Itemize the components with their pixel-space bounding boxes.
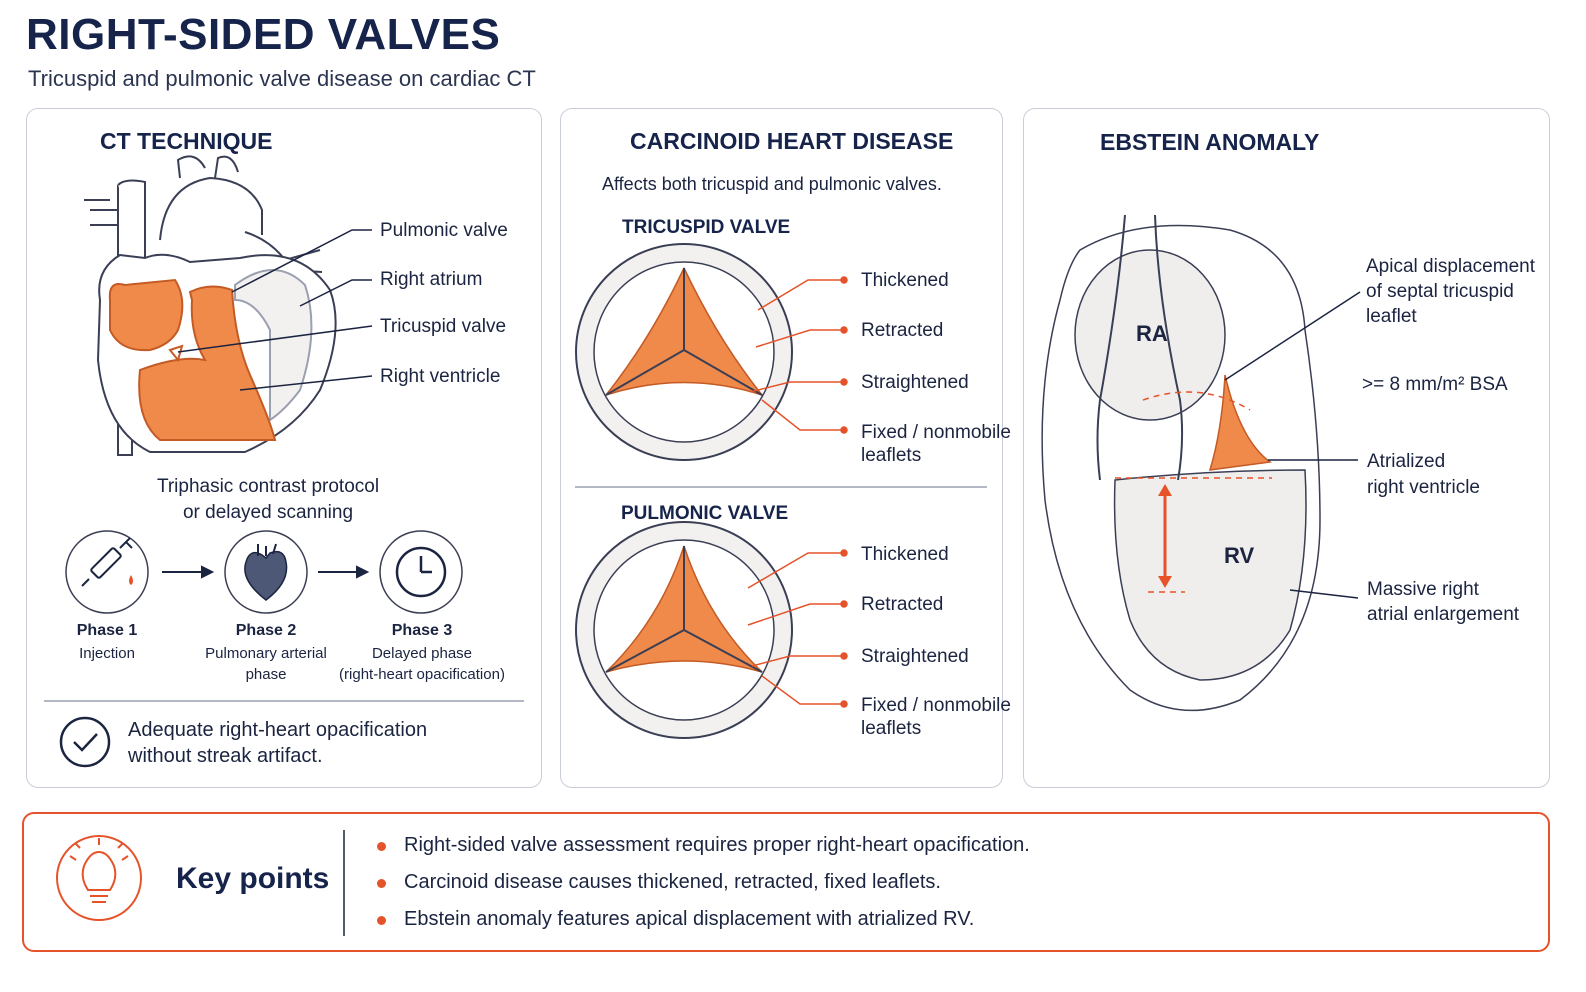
label-right-atrium: Right atrium [380,269,483,290]
pulmonic-straightened: Straightened [861,646,969,667]
result-line-1: Adequate right-heart opacification [128,719,428,741]
phase-3-desc-1: Delayed phase [371,645,473,662]
ct-technique-heading: CT TECHNIQUE [100,128,273,154]
syringe-icon [81,537,133,587]
bullet-dot [377,916,386,925]
page-subtitle: Tricuspid and pulmonic valve disease on … [28,66,536,91]
pulmonic-retracted: Retracted [861,594,944,615]
key-points-panel [22,812,1550,952]
pulmonic-fixed: Fixed / nonmobile [861,695,1011,716]
pulmonic-leaflets: leaflets [861,718,922,739]
phase-1-circle [65,530,149,614]
ebstein-leader-lines [1224,291,1361,599]
heart-icon [244,543,288,601]
tricuspid-valve-illustration [575,243,793,461]
clock-icon [395,546,447,598]
label-right-ventricle: Right ventricle [380,366,501,387]
ra-label: RA [1136,321,1168,346]
phase-arrows [162,565,370,579]
massive-line-2: atrial enlargement [1367,604,1520,625]
apical-line-2: of septal tricuspid [1366,281,1514,302]
bullet-dot [377,879,386,888]
carcinoid-heading: CARCINOID HEART DISEASE [630,128,954,154]
massive-line-1: Massive right [1367,579,1479,600]
label-pulmonic-valve: Pulmonic valve [380,220,508,241]
threshold-label: >= 8 mm/m² BSA [1362,374,1508,395]
key-points-heading: Key points [176,862,330,895]
phase-1-title: Phase 1 [76,622,138,639]
lightbulb-icon [56,835,142,921]
label-tricuspid-valve: Tricuspid valve [380,316,507,337]
result-line-2: without streak artifact. [128,745,323,767]
rv-label: RV [1224,543,1255,568]
phase-3-desc-2: (right-heart opacification) [339,666,505,683]
atrialized-line-2: right ventricle [1367,477,1480,498]
phase-1-desc: Injection [79,645,135,662]
pulmonic-thickened: Thickened [861,544,949,565]
tricuspid-straightened: Straightened [861,372,969,393]
phase-3-title: Phase 3 [391,622,453,639]
carcinoid-description: Affects both tricuspid and pulmonic valv… [602,174,942,194]
ebstein-heart-illustration [1041,214,1321,712]
key-point-3: Ebstein anomaly features apical displace… [404,908,975,930]
apical-line-1: Apical displacement [1366,256,1535,277]
apical-line-3: leaflet [1366,306,1417,327]
page-title: RIGHT-SIDED VALVES [26,10,501,59]
bullet-dot [377,842,386,851]
tricuspid-leaflets: leaflets [861,445,922,466]
pulmonic-valve-title: PULMONIC VALVE [621,503,789,524]
phase-2-title: Phase 2 [235,622,297,639]
key-point-1: Right-sided valve assessment requires pr… [404,834,1030,856]
tricuspid-thickened: Thickened [861,270,949,291]
carcinoid-leader-lines [747,276,848,708]
phase-2-desc-2: phase [245,666,287,683]
ct-technique-panel [26,108,542,788]
key-point-2: Carcinoid disease causes thickened, retr… [404,871,941,893]
tricuspid-fixed: Fixed / nonmobile [861,422,1011,443]
protocol-line-1: Triphasic contrast protocol [156,476,380,497]
pulmonic-valve-illustration [575,521,793,739]
check-icon [59,716,111,768]
heart-leader-lines [177,229,373,391]
tricuspid-retracted: Retracted [861,320,944,341]
ebstein-heading: EBSTEIN ANOMALY [1100,129,1320,155]
heart-anatomy-illustration [84,155,337,456]
protocol-line-2: or delayed scanning [182,502,354,523]
atrialized-line-1: Atrialized [1367,451,1446,472]
phase-2-desc-1: Pulmonary arterial [205,645,327,662]
tricuspid-valve-title: TRICUSPID VALVE [622,217,791,238]
